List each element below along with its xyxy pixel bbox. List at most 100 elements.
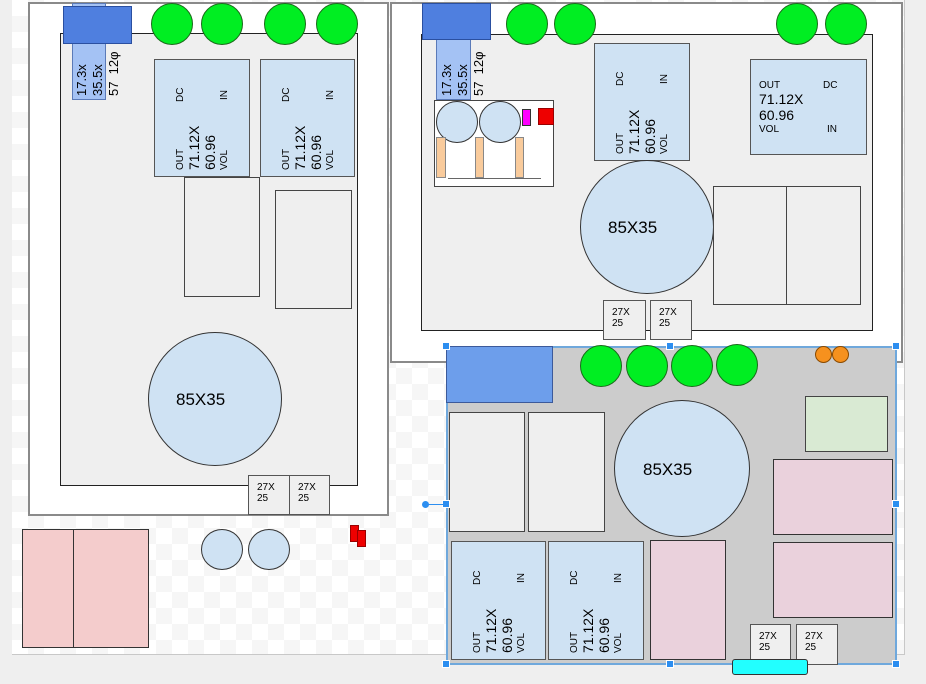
magenta-component[interactable] [522, 109, 531, 126]
transformer[interactable] [148, 332, 282, 466]
resistor[interactable] [515, 137, 524, 178]
orange-led[interactable] [832, 346, 849, 363]
connector-block-left[interactable] [63, 6, 132, 44]
green-led[interactable] [776, 3, 818, 45]
green-led[interactable] [506, 3, 548, 45]
component-block-pink[interactable] [73, 529, 149, 648]
component-block[interactable] [275, 190, 352, 309]
module-vol-label: VOL [759, 124, 780, 135]
small-capacitor[interactable] [479, 101, 521, 143]
resistor[interactable] [475, 137, 484, 178]
module-dc-label: DC [823, 80, 838, 91]
module-dim1: 71.12X [626, 109, 642, 154]
component-block-pink[interactable] [773, 542, 893, 618]
red-component[interactable] [538, 108, 554, 125]
resize-handle-w[interactable] [442, 500, 450, 508]
small-line2: 25 [659, 318, 671, 329]
module-dim1: 71.12X [759, 91, 804, 107]
module-out-label: OUT [175, 148, 186, 170]
module-in-label: IN [613, 573, 624, 583]
small-line2: 25 [298, 493, 310, 504]
module-dim1: 71.12X [483, 608, 499, 653]
module-dc-label: DC [175, 87, 186, 102]
transformer[interactable] [614, 400, 750, 537]
module-out-label: OUT [472, 631, 483, 653]
dc-module[interactable]: OUT DC 71.12X 60.96 VOL IN [548, 541, 644, 660]
green-led[interactable] [580, 345, 622, 387]
resize-handle-sw[interactable] [442, 660, 450, 668]
green-led[interactable] [264, 3, 306, 45]
connector-line3: 57 12φ [471, 51, 486, 96]
red-component[interactable] [357, 530, 366, 547]
component-block[interactable] [449, 412, 525, 532]
module-dc-label: DC [281, 87, 292, 102]
small-line2: 25 [257, 493, 269, 504]
small-line2: 25 [759, 642, 771, 653]
transformer-label: 85X35 [643, 460, 693, 479]
sub-circuit[interactable] [434, 100, 554, 187]
resize-handle-ne[interactable] [892, 342, 900, 350]
module-dim2: 60.96 [642, 118, 658, 154]
module-dc-label: DC [472, 570, 483, 585]
connector-line3: 57 12φ [106, 51, 121, 96]
component-block[interactable] [786, 186, 861, 305]
cyan-connector[interactable] [732, 659, 808, 675]
green-led[interactable] [671, 345, 713, 387]
resize-handle-e[interactable] [892, 500, 900, 508]
resize-handle-s[interactable] [666, 660, 674, 668]
component-block[interactable] [184, 177, 260, 297]
dc-module[interactable]: OUT DC 71.12X 60.96 VOL IN [154, 59, 250, 177]
green-led[interactable] [151, 3, 193, 45]
connector-line1: 17.3x [74, 64, 89, 96]
dc-module-horizontal[interactable]: OUT DC 71.12X 60.96 VOL IN [750, 59, 867, 155]
module-in-label: IN [827, 124, 837, 135]
resize-handle-nw[interactable] [442, 342, 450, 350]
module-out-label: OUT [281, 148, 292, 170]
green-led[interactable] [554, 3, 596, 45]
module-in-label: IN [516, 573, 527, 583]
resize-handle-n[interactable] [666, 342, 674, 350]
component-block[interactable] [528, 412, 605, 532]
component-block-pink[interactable] [22, 529, 74, 648]
transformer[interactable] [580, 160, 714, 294]
small-capacitor[interactable] [436, 101, 478, 143]
component-block[interactable] [713, 186, 788, 305]
connection-handle-dot[interactable] [422, 501, 429, 508]
green-led[interactable] [716, 344, 758, 386]
dc-module[interactable]: OUT DC 71.12X 60.96 VOL IN [260, 59, 355, 177]
small-line1: 27X [257, 482, 275, 493]
module-in-label: IN [219, 90, 230, 100]
component-block-pink[interactable] [773, 459, 893, 535]
component-block-pink[interactable] [650, 540, 726, 660]
resize-handle-se[interactable] [892, 660, 900, 668]
green-led[interactable] [201, 3, 243, 45]
small-line1: 27X [659, 307, 677, 318]
connector-block-right[interactable] [422, 3, 491, 40]
connector-block-selected[interactable] [446, 346, 553, 403]
module-out-label: OUT [759, 80, 781, 91]
small-line1: 27X [298, 482, 316, 493]
green-led[interactable] [626, 345, 668, 387]
connection-handle-line [426, 504, 443, 505]
green-led[interactable] [316, 3, 358, 45]
module-dc-label: DC [569, 570, 580, 585]
connector-line1: 17.3x [439, 64, 454, 96]
green-led[interactable] [825, 3, 867, 45]
dc-module[interactable]: OUT DC 71.12X 60.96 VOL IN [594, 43, 690, 161]
module-dim1: 71.12X [580, 608, 596, 653]
small-capacitor[interactable] [201, 529, 243, 570]
component-block-green[interactable] [805, 396, 888, 452]
module-dim1: 71.12X [292, 125, 308, 170]
module-dim2: 60.96 [596, 617, 612, 653]
small-capacitor[interactable] [248, 529, 290, 570]
dc-module[interactable]: OUT DC 71.12X 60.96 VOL IN [451, 541, 546, 660]
resistor[interactable] [436, 137, 446, 178]
orange-led[interactable] [815, 346, 832, 363]
